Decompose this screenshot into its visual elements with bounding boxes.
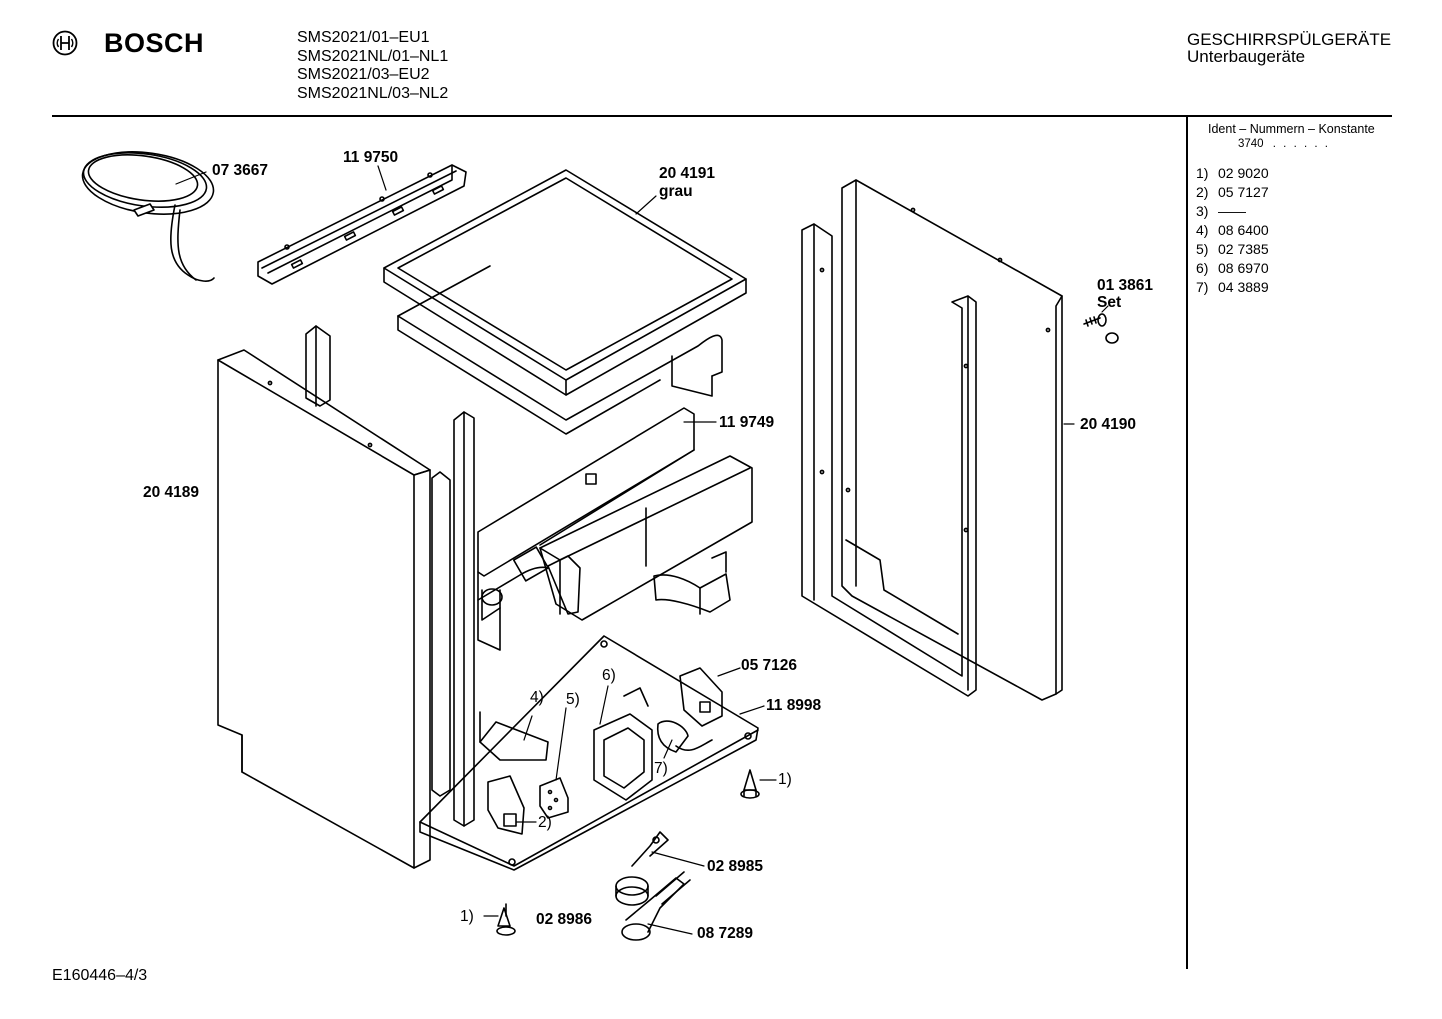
label-ref-5: 5) xyxy=(566,691,580,708)
header-divider xyxy=(52,115,1392,117)
model-list: SMS2021/01–EU1 SMS2021NL/01–NL1 SMS2021/… xyxy=(297,29,448,103)
drawing-code: E160446–4/3 xyxy=(52,967,148,984)
label-top-rail: 11 9750 xyxy=(343,149,399,166)
ident-item: 1)02 9020 xyxy=(1196,165,1269,181)
sidebar-divider xyxy=(1186,117,1188,969)
model-item: SMS2021NL/03–NL2 xyxy=(297,84,449,102)
model-item: SMS2021/03–EU2 xyxy=(297,66,430,83)
small-parts-drawing xyxy=(496,769,760,941)
ident-constant: 3740 . . . . . . xyxy=(1238,138,1330,150)
label-ref-1-foot: 1) xyxy=(778,771,792,788)
label-float: 02 8986 xyxy=(536,911,593,928)
brand-name: BOSCH xyxy=(104,28,205,58)
label-ref-6: 6) xyxy=(602,667,616,684)
label-worktop: 20 4191 xyxy=(659,165,716,182)
category-subtitle: Unterbaugeräte xyxy=(1187,47,1306,66)
label-front-frame: 11 9749 xyxy=(719,414,775,431)
label-ref-2: 2) xyxy=(538,814,552,831)
power-cable-drawing xyxy=(81,151,215,282)
label-ref-1-foot-2: 1) xyxy=(460,908,474,925)
top-rail-drawing xyxy=(257,164,467,285)
model-item: SMS2021NL/01–NL1 xyxy=(297,47,449,65)
label-cable: 07 3667 xyxy=(212,162,269,179)
label-float-switch: 02 8985 xyxy=(707,858,764,875)
label-screw-set-note: Set xyxy=(1097,294,1122,311)
side-panel-left-drawing xyxy=(217,349,431,869)
bosch-logo-icon xyxy=(52,30,78,56)
strut-left-drawing xyxy=(305,325,475,827)
label-side-panel-right: 20 4190 xyxy=(1080,416,1137,433)
model-item: SMS2021/01–EU1 xyxy=(297,29,430,46)
ident-item: 4)08 6400 xyxy=(1196,222,1269,238)
label-worktop-note: grau xyxy=(659,183,693,200)
worktop-panel-drawing xyxy=(383,169,747,435)
label-pressure-unit: 08 7289 xyxy=(697,925,754,942)
ident-constant-value: 3740 xyxy=(1238,138,1264,150)
leader-lines xyxy=(175,165,1109,935)
front-frame-drawing xyxy=(477,407,753,651)
ident-item: 3)—— xyxy=(1196,203,1246,219)
ident-constant-dots: . . . . . . xyxy=(1272,138,1330,150)
label-ref-4: 4) xyxy=(530,689,544,706)
base-plate-drawing xyxy=(419,635,759,871)
ident-heading: Ident – Nummern – Konstante xyxy=(1208,122,1375,136)
label-side-panel-left: 20 4189 xyxy=(143,484,200,501)
screw-set-drawing xyxy=(1083,313,1119,344)
side-panel-right-drawing xyxy=(801,179,1063,701)
ident-list: 1)02 9020 2)05 7127 3)—— 4)08 6400 5)02 … xyxy=(1196,164,1269,297)
label-screw-set: 01 3861 xyxy=(1097,277,1154,294)
label-base-plate: 11 8998 xyxy=(766,697,822,714)
ident-item: 5)02 7385 xyxy=(1196,241,1269,257)
ident-item: 7)04 3889 xyxy=(1196,279,1269,295)
category-title: GESCHIRRSPÜLGERÄTE xyxy=(1187,30,1392,49)
ident-item: 6)08 6970 xyxy=(1196,260,1269,276)
ident-item: 2)05 7127 xyxy=(1196,184,1269,200)
label-bracket: 05 7126 xyxy=(741,657,798,674)
label-ref-7: 7) xyxy=(654,760,668,777)
exploded-diagram xyxy=(81,151,1119,941)
